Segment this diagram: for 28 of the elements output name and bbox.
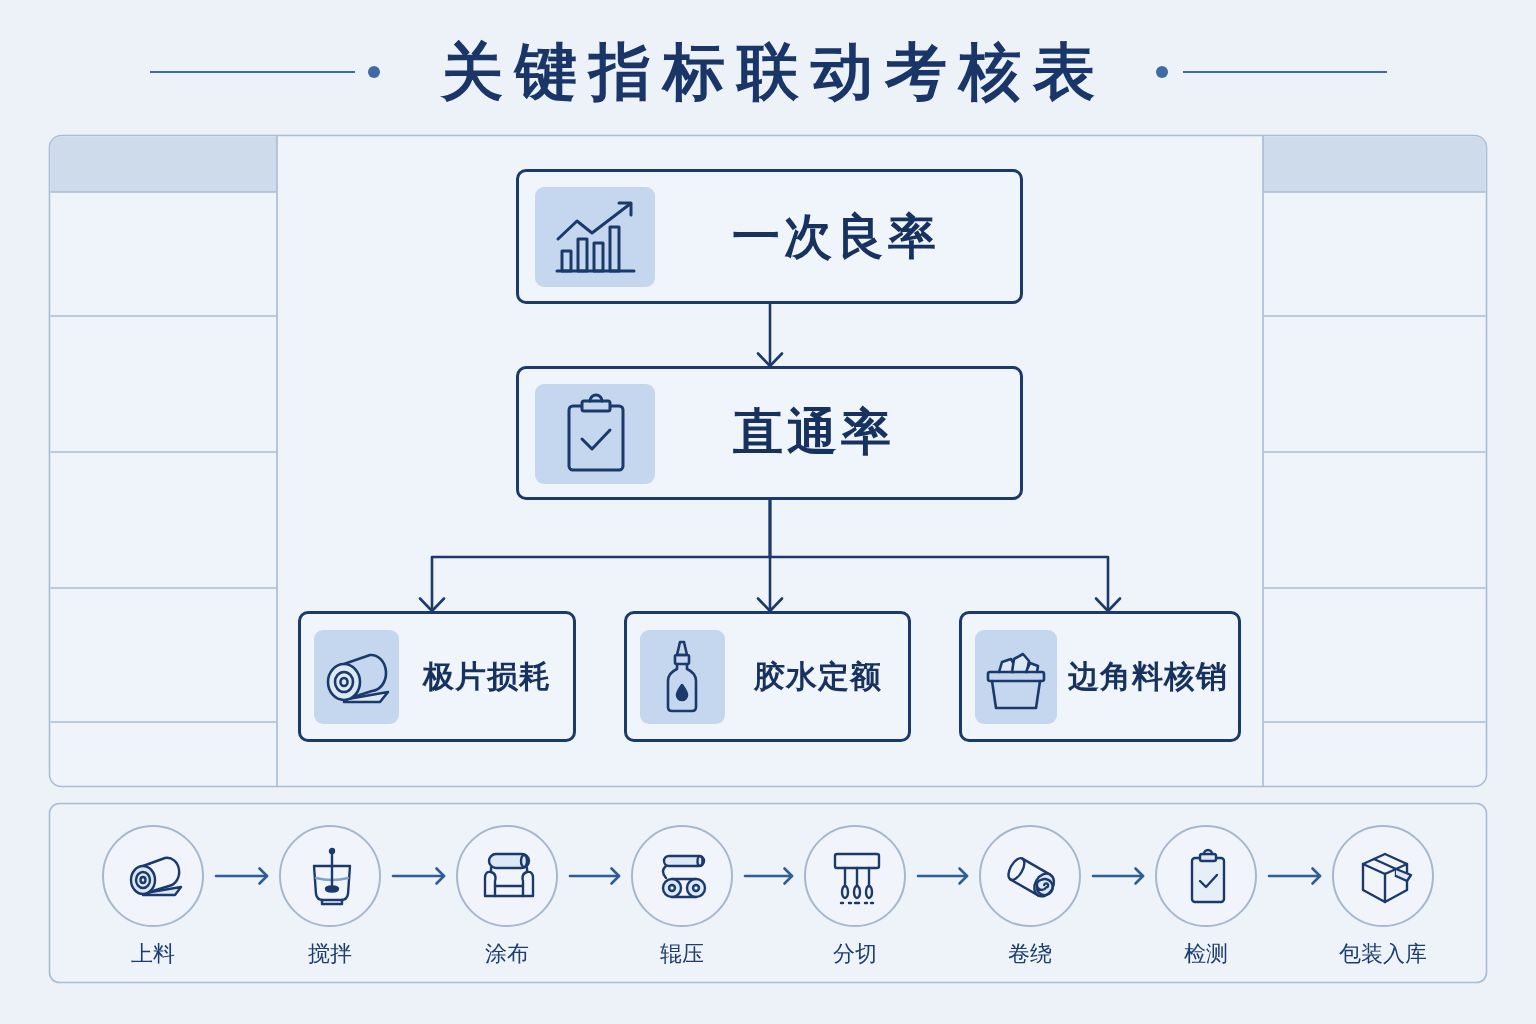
flow-arrow xyxy=(743,867,794,885)
kpi-label: 胶水定额 xyxy=(754,658,882,695)
kpi-box xyxy=(624,611,911,742)
arrow xyxy=(756,302,784,368)
flow-arrow xyxy=(214,867,269,885)
step-label: 分切 xyxy=(833,941,877,968)
flow-arrow xyxy=(1091,867,1145,885)
kpi-box xyxy=(516,169,1023,304)
step-label: 包装入库 xyxy=(1339,941,1427,968)
step-label: 辊压 xyxy=(660,941,704,968)
kpi-label: 一次良率 xyxy=(732,208,940,265)
kpi-box xyxy=(516,366,1023,500)
step-label: 涂布 xyxy=(485,941,529,968)
arrow xyxy=(768,498,1122,613)
step-label: 上料 xyxy=(131,941,175,968)
flow-arrow xyxy=(391,867,446,885)
step-label: 检测 xyxy=(1184,941,1228,968)
kpi-box xyxy=(298,611,576,742)
kpi-label: 边角料核销 xyxy=(1068,658,1228,695)
title: 关键指标联动考核表 xyxy=(441,37,1107,107)
step-label: 卷绕 xyxy=(1008,941,1052,968)
flow-arrow xyxy=(916,867,969,885)
flow-arrow xyxy=(1267,867,1322,885)
flow-arrow xyxy=(568,867,621,885)
kpi-box xyxy=(959,611,1241,742)
kpi-label: 极片损耗 xyxy=(423,658,551,695)
step-label: 搅拌 xyxy=(308,941,352,968)
kpi-label: 直通率 xyxy=(733,404,895,462)
